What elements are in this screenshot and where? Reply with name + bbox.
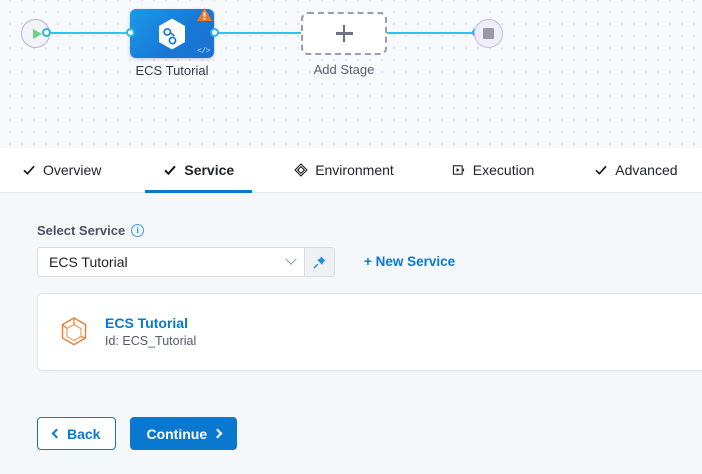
new-service-link[interactable]: + New Service <box>364 254 456 269</box>
play-box-icon <box>452 165 464 175</box>
service-select[interactable]: ECS Tutorial <box>37 247 305 277</box>
back-button-label: Back <box>67 425 101 442</box>
tab-advanced[interactable]: Advanced <box>590 148 681 193</box>
check-icon <box>23 165 35 175</box>
service-card-texts: ECS Tutorial Id: ECS_Tutorial <box>105 314 196 350</box>
harness-hexagon-icon <box>159 18 185 49</box>
tab-advanced-label: Advanced <box>615 162 678 178</box>
tab-service[interactable]: Service <box>145 148 252 193</box>
check-icon <box>164 165 177 176</box>
edge-start-to-stage <box>46 32 132 34</box>
stage-config-tabs: Overview Service Environment Execution A… <box>0 148 702 193</box>
stage-node-label: ECS Tutorial <box>135 63 209 78</box>
add-stage-label: Add Stage <box>313 62 375 77</box>
stage-node-ecs-tutorial[interactable]: </> <box>130 7 214 58</box>
tab-execution[interactable]: Execution <box>448 148 538 193</box>
add-stage-node[interactable] <box>301 12 387 55</box>
pipeline-end-node[interactable] <box>474 19 503 48</box>
port-start-out[interactable] <box>42 28 51 37</box>
service-card-id: Id: ECS_Tutorial <box>105 334 197 348</box>
continue-button[interactable]: Continue <box>130 417 238 450</box>
stop-icon <box>483 28 494 39</box>
tab-environment-label: Environment <box>315 162 394 178</box>
code-brackets-icon: </> <box>197 47 210 56</box>
tab-service-label: Service <box>184 162 235 178</box>
port-stage-out[interactable] <box>210 28 219 37</box>
tab-overview-label: Overview <box>43 162 102 178</box>
layers-diamond-icon <box>294 163 308 177</box>
chevron-left-icon <box>51 428 62 439</box>
service-select-value: ECS Tutorial <box>49 254 128 270</box>
service-select-row: ECS Tutorial <box>37 247 335 277</box>
back-button[interactable]: Back <box>37 417 117 450</box>
wizard-footer: Back Continue <box>37 417 238 450</box>
select-service-label: Select Service i <box>37 223 145 238</box>
edge-add-to-end <box>384 32 476 34</box>
warning-triangle-icon[interactable] <box>196 7 213 22</box>
pipeline-canvas[interactable]: </> ECS Tutorial Add Stage <box>0 0 702 148</box>
chevron-down-icon <box>285 253 297 265</box>
cube-hexagon-icon <box>61 317 87 346</box>
tab-environment[interactable]: Environment <box>290 148 398 193</box>
select-service-label-text: Select Service <box>37 223 126 238</box>
tab-overview[interactable]: Overview <box>18 148 105 193</box>
info-icon[interactable]: i <box>131 224 145 237</box>
play-icon <box>32 28 42 39</box>
continue-button-label: Continue <box>146 425 208 442</box>
edge-stage-to-add <box>214 32 304 34</box>
pin-icon <box>313 256 326 269</box>
pin-service-button[interactable] <box>305 247 335 277</box>
tab-execution-label: Execution <box>472 162 535 178</box>
chevron-right-icon <box>212 428 223 439</box>
service-card-name[interactable]: ECS Tutorial <box>105 315 188 331</box>
check-icon <box>595 165 607 175</box>
port-stage-in[interactable] <box>126 28 135 37</box>
plus-icon <box>335 25 353 42</box>
service-card[interactable]: ECS Tutorial Id: ECS_Tutorial <box>37 293 702 371</box>
